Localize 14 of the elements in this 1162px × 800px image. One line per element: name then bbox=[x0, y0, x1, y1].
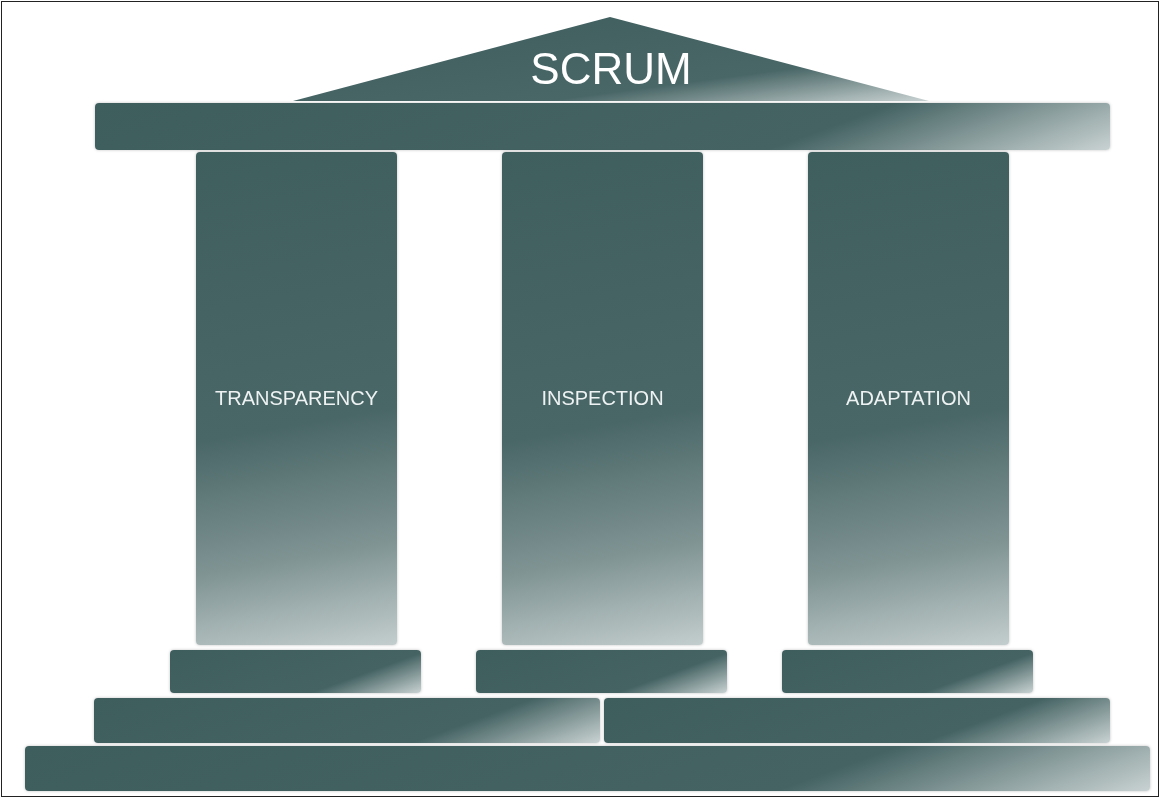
pillar-base bbox=[170, 650, 421, 693]
pillar-label: ADAPTATION bbox=[846, 387, 971, 410]
step-slab bbox=[94, 698, 600, 743]
entablature-beam bbox=[95, 103, 1110, 150]
pillar-base bbox=[476, 650, 727, 693]
pillar bbox=[502, 152, 703, 645]
step-slab bbox=[25, 746, 1150, 791]
pillar bbox=[196, 152, 397, 645]
pillar bbox=[808, 152, 1009, 645]
step-slab bbox=[604, 698, 1110, 743]
pillar-label: TRANSPARENCY bbox=[215, 387, 378, 410]
pillar-label: INSPECTION bbox=[541, 387, 664, 410]
pillar-base bbox=[782, 650, 1033, 693]
pediment-title: SCRUM bbox=[530, 44, 692, 94]
